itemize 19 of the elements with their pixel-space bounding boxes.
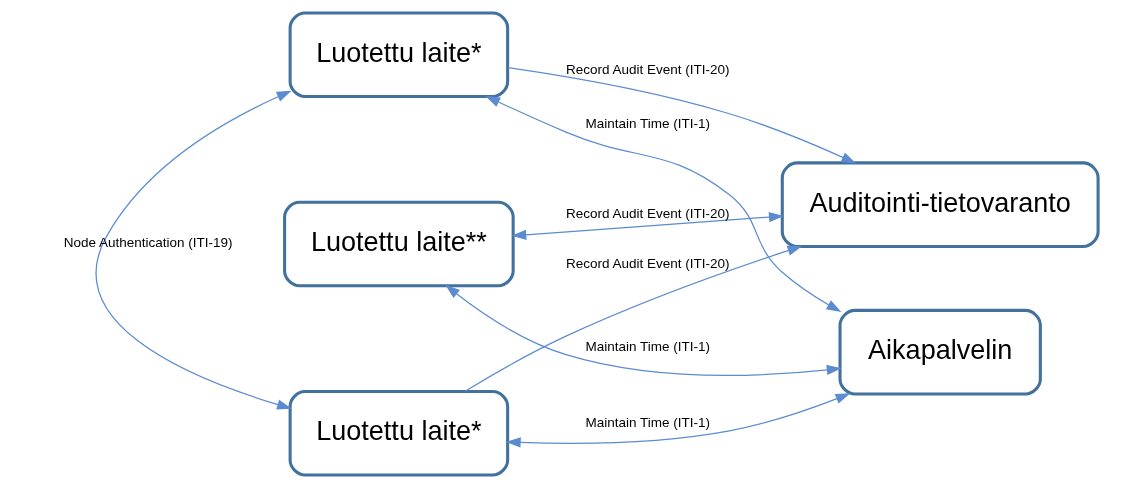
edge-label: Maintain Time (ITI-1) <box>585 414 710 430</box>
node-box: Luotettu laite* <box>288 389 510 477</box>
node-box: Auditointi-tietovaranto <box>780 161 1100 248</box>
edge-label: Record Audit Event (ITI-20) <box>565 256 730 272</box>
node-box: Aikapalvelin <box>838 308 1042 396</box>
arrow <box>505 393 851 448</box>
node-box: Luotettu laite* <box>288 11 510 99</box>
edge-label: Record Audit Event (ITI-20) <box>565 205 730 221</box>
edge-label: Node Authentication (ITI-19) <box>63 235 233 251</box>
node-box: Luotettu laite** <box>283 200 515 288</box>
edge-label: Maintain Time (ITI-1) <box>585 338 710 354</box>
arrow <box>95 90 292 410</box>
arrow <box>445 284 842 376</box>
arrow <box>511 211 784 240</box>
arrow <box>485 95 842 312</box>
edge-label: Record Audit Event (ITI-20) <box>565 62 730 78</box>
edge-label: Maintain Time (ITI-1) <box>585 116 710 132</box>
arrow <box>464 245 803 392</box>
arrow <box>507 66 857 164</box>
